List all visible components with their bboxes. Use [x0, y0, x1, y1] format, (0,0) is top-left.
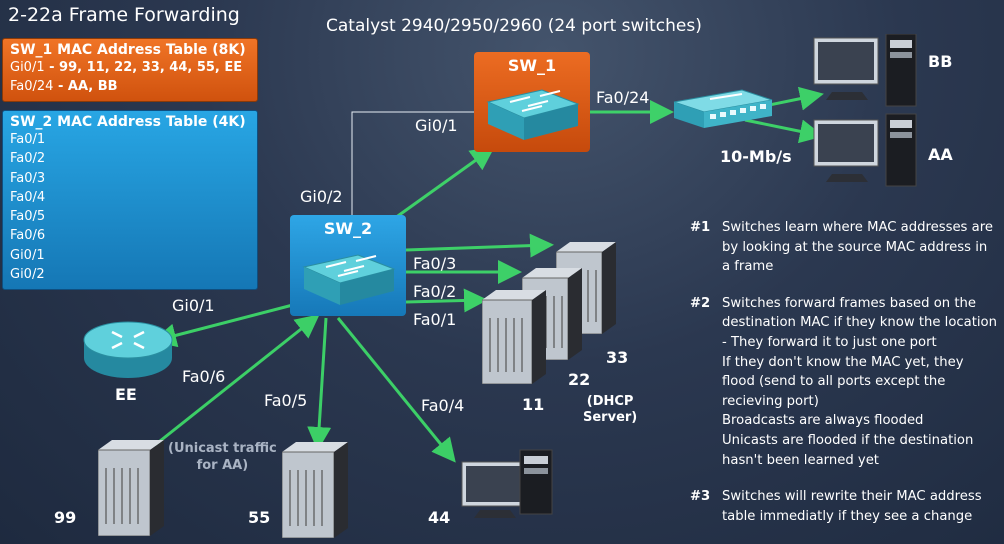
server-icon — [98, 440, 164, 536]
note-1: #1 Switches learn where MAC addresses ar… — [690, 218, 1000, 277]
sw2-table-row: Fa0/5 — [10, 209, 46, 225]
note-3: #3 Switches will rewrite their MAC addre… — [690, 487, 1000, 526]
port-label-sw2-gi01: Gi0/1 — [172, 296, 215, 315]
port-label-sw2-fa06: Fa0/6 — [182, 367, 226, 386]
arrow-sw2-to-sw1 — [394, 146, 495, 220]
notes-panel: #1 Switches learn where MAC addresses ar… — [690, 218, 1000, 543]
switch-icon — [486, 89, 580, 140]
sw2-table-row: Fa0/6 — [10, 228, 46, 244]
port-label-sw1-fa024: Fa0/24 — [596, 88, 650, 107]
sw2-table-header: SW_2 MAC Address Table (4K) — [10, 114, 246, 130]
dhcp-server-label: (DHCP Server) — [583, 394, 637, 426]
sw2-table-row: Fa0/1 — [10, 132, 46, 147]
switch-sw1[interactable]: SW_1 — [474, 52, 590, 152]
sw1-mac-table: SW_1 MAC Address Table (8K) Gi0/1 - 99, … — [2, 38, 258, 102]
note-line: Broadcasts are always flooded — [722, 413, 924, 429]
note-number: #1 — [690, 220, 711, 235]
port-label-sw2-fa01: Fa0/1 — [413, 310, 457, 329]
note-2: #2 Switches forward frames based on the … — [690, 294, 1000, 470]
arrow-hub-to-aa — [744, 118, 824, 144]
sw2-table-row: Gi0/1 — [10, 247, 45, 263]
note-line: flood (send to all ports except the — [722, 374, 946, 390]
note-line: - They forward it to just one port — [722, 334, 937, 350]
server-icon — [282, 442, 348, 538]
arrow-99-to-sw2 — [154, 314, 320, 447]
page-title: 2-22a Frame Forwarding — [8, 4, 240, 26]
server-icon — [482, 290, 546, 384]
note-line: recieving port) — [722, 393, 819, 409]
sw1-table-header: SW_1 MAC Address Table (8K) — [10, 42, 246, 58]
note-number: #3 — [690, 489, 711, 505]
note-line: Unicasts are flooded if the destination — [722, 432, 974, 448]
port-label-sw2-fa02: Fa0/2 — [413, 282, 457, 301]
host-label-33: 33 — [606, 348, 629, 367]
sw2-label: SW_2 — [323, 219, 373, 238]
host-label-55: 55 — [248, 508, 271, 527]
host-label-44: 44 — [428, 508, 451, 527]
hub-icon — [673, 89, 773, 128]
unicast-note-line: for AA) — [196, 458, 249, 473]
row-port: Gi0/1 — [10, 60, 45, 75]
port-label-sw2-fa03: Fa0/3 — [413, 254, 457, 273]
link-sw1-sw2 — [351, 111, 474, 215]
sw1-table-row: Gi0/1 - 99, 11, 22, 33, 44, 55, EE — [3, 58, 257, 77]
host-label-99: 99 — [54, 508, 77, 527]
diagram-subtitle: Catalyst 2940/2950/2960 (24 port switche… — [326, 16, 702, 36]
port-label-sw1-gi01: Gi0/1 — [415, 116, 458, 135]
row-macs: - 99, 11, 22, 33, 44, 55, EE — [44, 60, 243, 75]
host-label-11: 11 — [522, 395, 545, 414]
note-line: Switches forward frames based on the — [722, 295, 976, 311]
dhcp-label-line: Server) — [583, 410, 638, 425]
sw2-table-row: Fa0/2 — [10, 151, 46, 167]
note-line: table immediatly if they see a change — [722, 508, 973, 524]
desktop-icon — [461, 449, 553, 518]
port-label-sw2-fa04: Fa0/4 — [421, 396, 465, 415]
note-line: by looking at the source MAC address in — [722, 239, 988, 255]
switch-icon — [302, 254, 396, 305]
sw2-table-row: Gi0/2 — [10, 267, 45, 283]
note-line: Switches learn where MAC addresses are — [722, 220, 993, 235]
unicast-note-line: (Unicast traffic — [168, 441, 277, 456]
sw1-table-row: Fa0/24 - AA, BB — [3, 77, 257, 96]
port-label-sw2-fa05: Fa0/5 — [264, 391, 308, 410]
arrow-sw2-to-55 — [307, 317, 332, 451]
row-port: Fa0/24 — [10, 79, 54, 94]
row-macs: - AA, BB — [53, 79, 118, 94]
note-line: If they don't know the MAC yet, they — [722, 354, 964, 370]
sw2-mac-table: SW_2 MAC Address Table (4K) Fa0/1 Fa0/2 … — [2, 110, 258, 290]
host-label-22: 22 — [568, 370, 591, 389]
note-line: a frame — [722, 259, 774, 275]
arrow-sw2-to-11 — [405, 288, 488, 313]
note-line: hasn't been learned yet — [722, 452, 879, 468]
host-label-aa: AA — [928, 145, 953, 164]
sw2-table-row: Fa0/4 — [10, 189, 46, 205]
host-label-ee: EE — [115, 385, 137, 404]
desktop-icon — [813, 34, 917, 107]
note-line: destination MAC if they know the locatio… — [722, 315, 997, 331]
note-number: #2 — [690, 295, 711, 311]
switch-sw2[interactable]: SW_2 — [290, 215, 406, 316]
host-label-bb: BB — [928, 52, 953, 71]
dhcp-label-line: (DHCP — [586, 394, 634, 409]
arrow-sw2-to-ee — [152, 298, 313, 348]
unicast-note: (Unicast traffic for AA) — [168, 440, 277, 474]
port-label-sw2-gi02: Gi0/2 — [300, 187, 343, 206]
note-line: Switches will rewrite their MAC address — [722, 489, 982, 505]
desktop-icon — [813, 113, 917, 187]
sw1-label: SW_1 — [507, 56, 557, 75]
arrow-sw2-to-44 — [336, 317, 456, 463]
router-icon — [83, 321, 173, 378]
arrow-sw2-to-33 — [405, 233, 554, 258]
sw2-table-row: Fa0/3 — [10, 170, 46, 186]
hub-speed-label: 10-Mb/s — [720, 147, 792, 166]
